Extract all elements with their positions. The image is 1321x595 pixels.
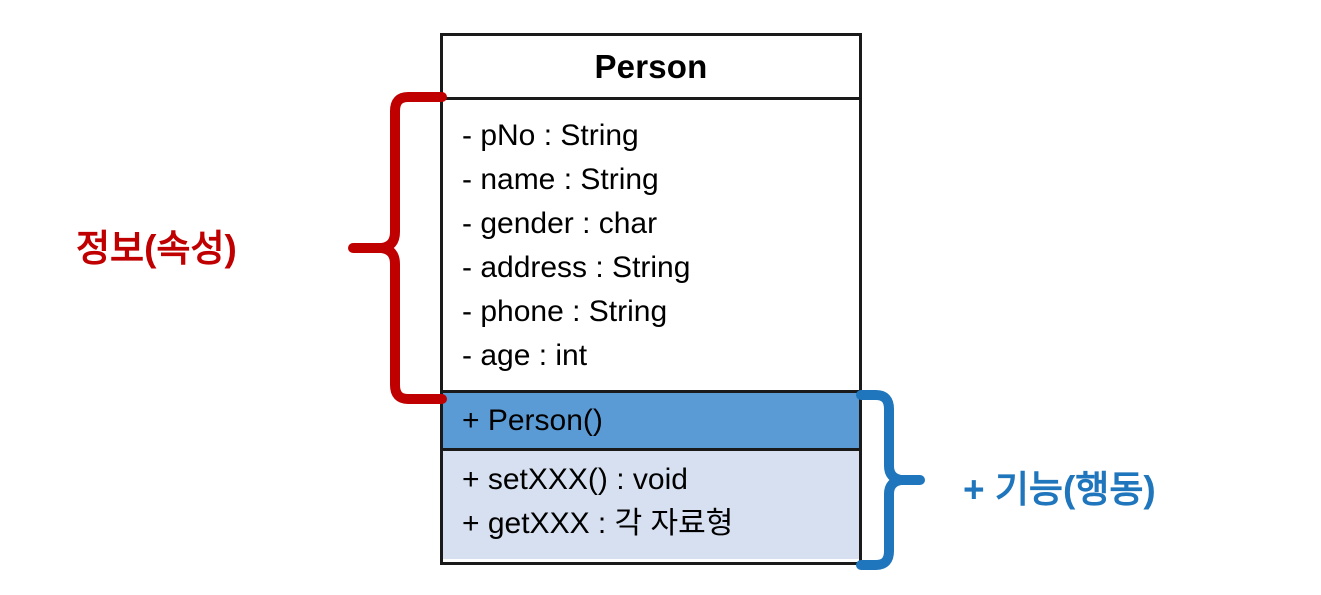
method-row: + setXXX() : void (462, 463, 688, 496)
methods-compartment: + setXXX() : void + getXXX : 각 자료형 (443, 451, 859, 559)
attribute-row: - address : String (462, 251, 691, 284)
attribute-row: - name : String (462, 163, 659, 196)
method-row: + getXXX : 각 자료형 (462, 507, 734, 540)
class-name-compartment: Person (443, 36, 859, 100)
attributes-annotation-label: 정보(속성) (76, 228, 237, 269)
class-name-text: Person (594, 47, 708, 85)
attribute-row: - gender : char (462, 207, 658, 240)
methods-brace-icon (856, 390, 925, 570)
attribute-row: - phone : String (462, 295, 668, 328)
attributes-brace-icon (348, 92, 447, 404)
constructor-compartment: + Person() (443, 393, 859, 451)
attribute-row: - age : int (462, 339, 588, 372)
attributes-compartment: - pNo : String - name : String - gender … (443, 100, 859, 393)
methods-annotation-label: + 기능(행동) (963, 469, 1156, 510)
uml-class-box: Person - pNo : String - name : String - … (440, 33, 862, 565)
constructor-row: + Person() (462, 403, 603, 437)
attribute-row: - pNo : String (462, 119, 639, 152)
